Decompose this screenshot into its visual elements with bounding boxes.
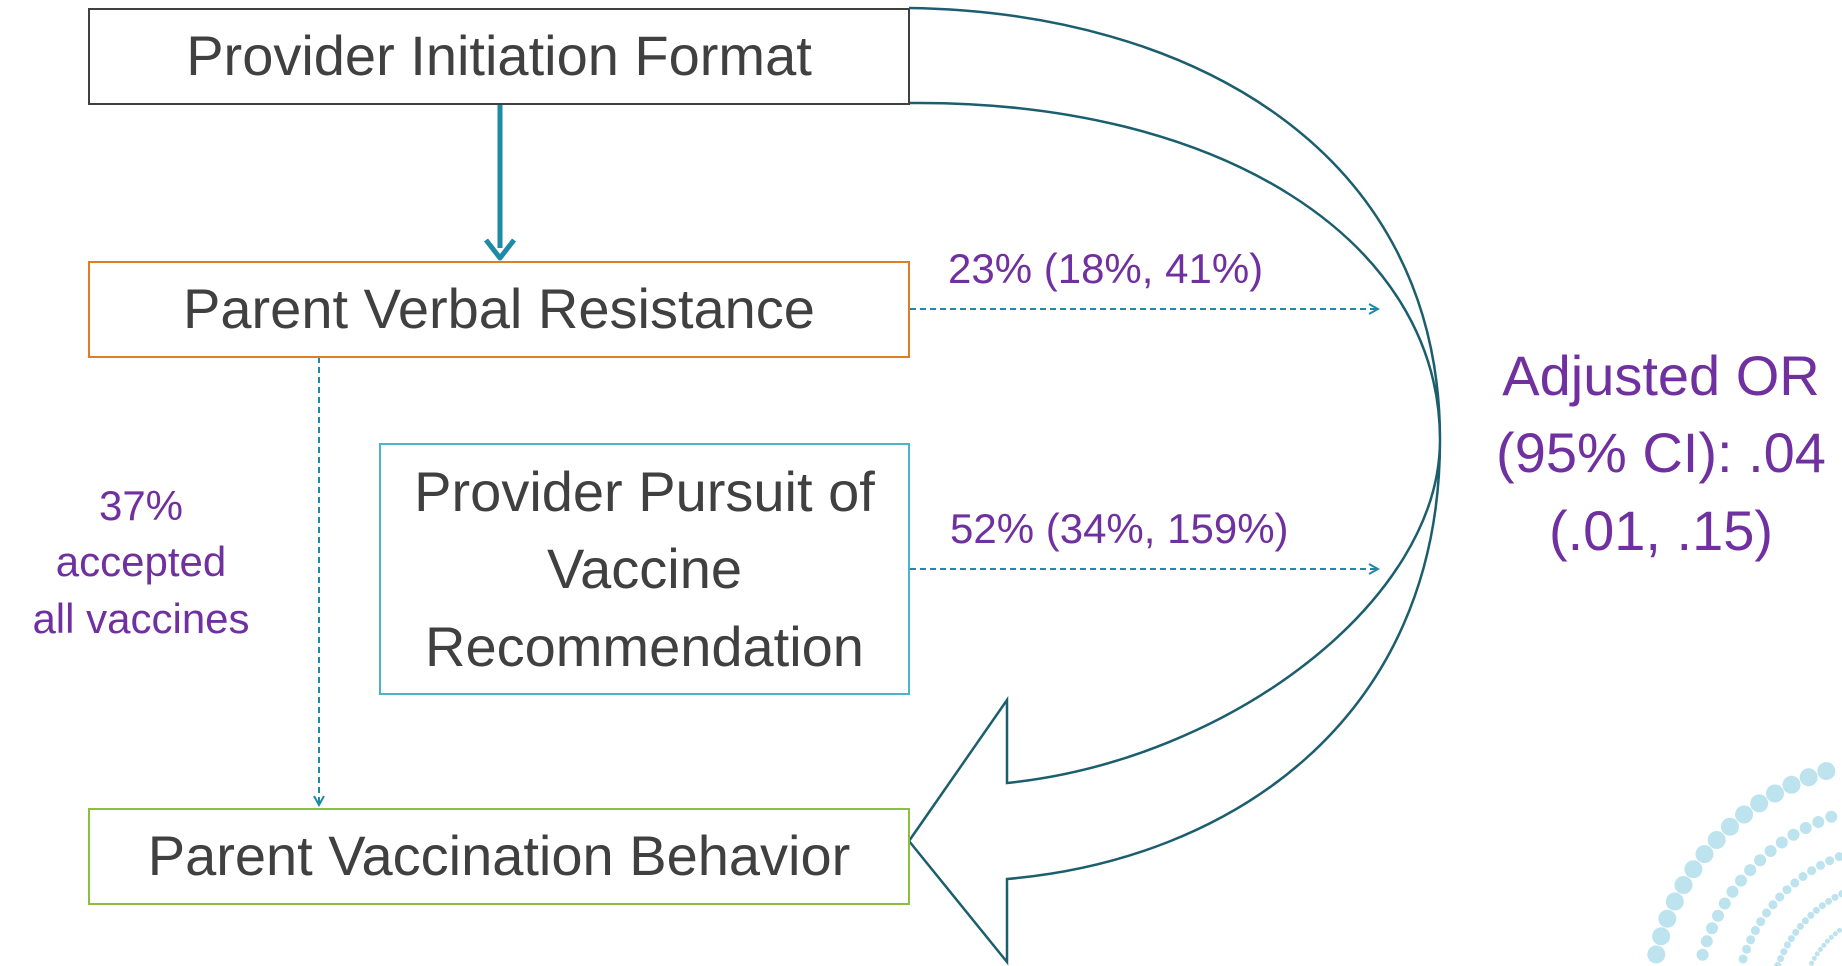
decor-dot <box>1706 922 1718 935</box>
decor-dot <box>1814 951 1820 957</box>
decor-dot <box>1774 962 1782 966</box>
decor-dot <box>1824 938 1830 944</box>
decor-dot <box>1726 885 1739 898</box>
decor-dot <box>1828 934 1834 940</box>
decor-dot <box>1696 948 1709 961</box>
decor-dot <box>1647 945 1666 964</box>
decor-dot <box>1744 864 1757 877</box>
resistance-effect-label: 23% (18%, 41%) <box>948 245 1264 292</box>
decor-dot <box>1838 890 1842 898</box>
decor-dot <box>1665 892 1684 911</box>
decor-dot <box>1817 947 1823 952</box>
decor-dot <box>1825 856 1835 866</box>
decor-dot <box>1792 928 1800 936</box>
decor-dot <box>1750 926 1760 935</box>
decor-dot <box>1799 822 1812 834</box>
decor-dot <box>1712 909 1724 922</box>
curved-arrow <box>907 6 1442 966</box>
decor-dot <box>1799 768 1818 787</box>
decor-dot <box>1652 927 1671 946</box>
decor-dot <box>1787 828 1800 841</box>
parent-vaccination-behavior-box: Parent Vaccination Behavior <box>88 808 910 905</box>
decor-dot <box>1658 909 1677 928</box>
parent-verbal-resistance-box: Parent Verbal Resistance <box>88 261 910 358</box>
parent-verbal-resistance-text: Parent Verbal Resistance <box>183 277 815 341</box>
solid-arrowhead <box>484 238 516 261</box>
decor-dot <box>1746 935 1756 945</box>
decor-dot <box>1790 878 1800 888</box>
adjusted-or-label: Adjusted OR (95% CI): .04 (.01, .15) <box>1480 337 1842 569</box>
decor-dot <box>1768 900 1778 910</box>
decor-dot <box>1762 908 1771 918</box>
decor-dot <box>1718 897 1731 910</box>
pursuit-effect-label: 52% (34%, 159%) <box>950 505 1289 552</box>
decor-dot <box>1837 927 1842 933</box>
provider-pursuit-box: Provider Pursuit of Vaccine Recommendati… <box>379 443 910 695</box>
decor-dot <box>1809 960 1815 966</box>
decor-dot <box>1821 942 1827 948</box>
decor-dot <box>1801 917 1809 925</box>
decor-dot <box>1707 831 1726 849</box>
decor-dot <box>1807 866 1817 876</box>
decor-dot <box>1735 805 1754 824</box>
decor-dot <box>1812 906 1820 914</box>
decor-dot <box>1782 775 1801 794</box>
decor-dot <box>1674 876 1693 894</box>
accepted-line-1: 37% accepted <box>55 482 227 586</box>
decor-dot <box>1831 893 1839 901</box>
decor-dot <box>1825 810 1838 823</box>
decor-dot <box>1766 784 1784 803</box>
decor-dot <box>1775 892 1785 902</box>
adjusted-or-line-2: (95% CI): .04 <box>1496 421 1826 485</box>
decor-dot <box>1684 860 1703 879</box>
accepted-line-2: all vaccines <box>32 594 250 642</box>
decor-dot <box>1750 794 1769 813</box>
provider-initiation-format-box: Provider Initiation Format <box>88 8 910 105</box>
decor-dot <box>1756 917 1766 927</box>
decor-dot <box>1787 935 1795 943</box>
decor-dot <box>1782 885 1792 895</box>
decor-dot <box>1812 816 1825 828</box>
decor-dot <box>1796 922 1804 930</box>
decor-dot <box>1816 860 1825 870</box>
decor-dot <box>1777 955 1785 962</box>
decor-dot <box>1721 817 1739 836</box>
provider-pursuit-text: Provider Pursuit of Vaccine Recommendati… <box>414 460 875 678</box>
decor-dot <box>1775 836 1788 849</box>
decor-dot <box>1798 872 1808 881</box>
decor-dot <box>1738 954 1748 964</box>
decor-dot <box>1783 941 1791 949</box>
adjusted-or-line-3: (.01, .15) <box>1548 498 1774 562</box>
provider-initiation-format-text: Provider Initiation Format <box>186 24 812 88</box>
decor-dot <box>1818 902 1826 910</box>
decor-dot <box>1834 852 1842 862</box>
decor-dot <box>1807 911 1815 919</box>
decor-dot <box>1825 897 1833 905</box>
decor-dot <box>1832 931 1838 937</box>
parent-vaccination-behavior-text: Parent Vaccination Behavior <box>147 824 851 888</box>
decor-dot <box>1811 955 1817 961</box>
decor-dot <box>1754 854 1767 867</box>
decor-dot <box>1780 948 1788 956</box>
decor-dot <box>1695 845 1714 864</box>
accepted-all-vaccines-label: 37% accepted all vaccines <box>10 478 272 647</box>
decorative-dots <box>1647 762 1842 966</box>
decor-dot <box>1764 845 1777 857</box>
adjusted-or-line-1: Adjusted OR <box>1502 344 1820 407</box>
decor-dot <box>1742 944 1752 954</box>
decor-dot <box>1817 762 1836 781</box>
decor-dot <box>1700 935 1713 948</box>
decor-dot <box>1735 874 1747 887</box>
